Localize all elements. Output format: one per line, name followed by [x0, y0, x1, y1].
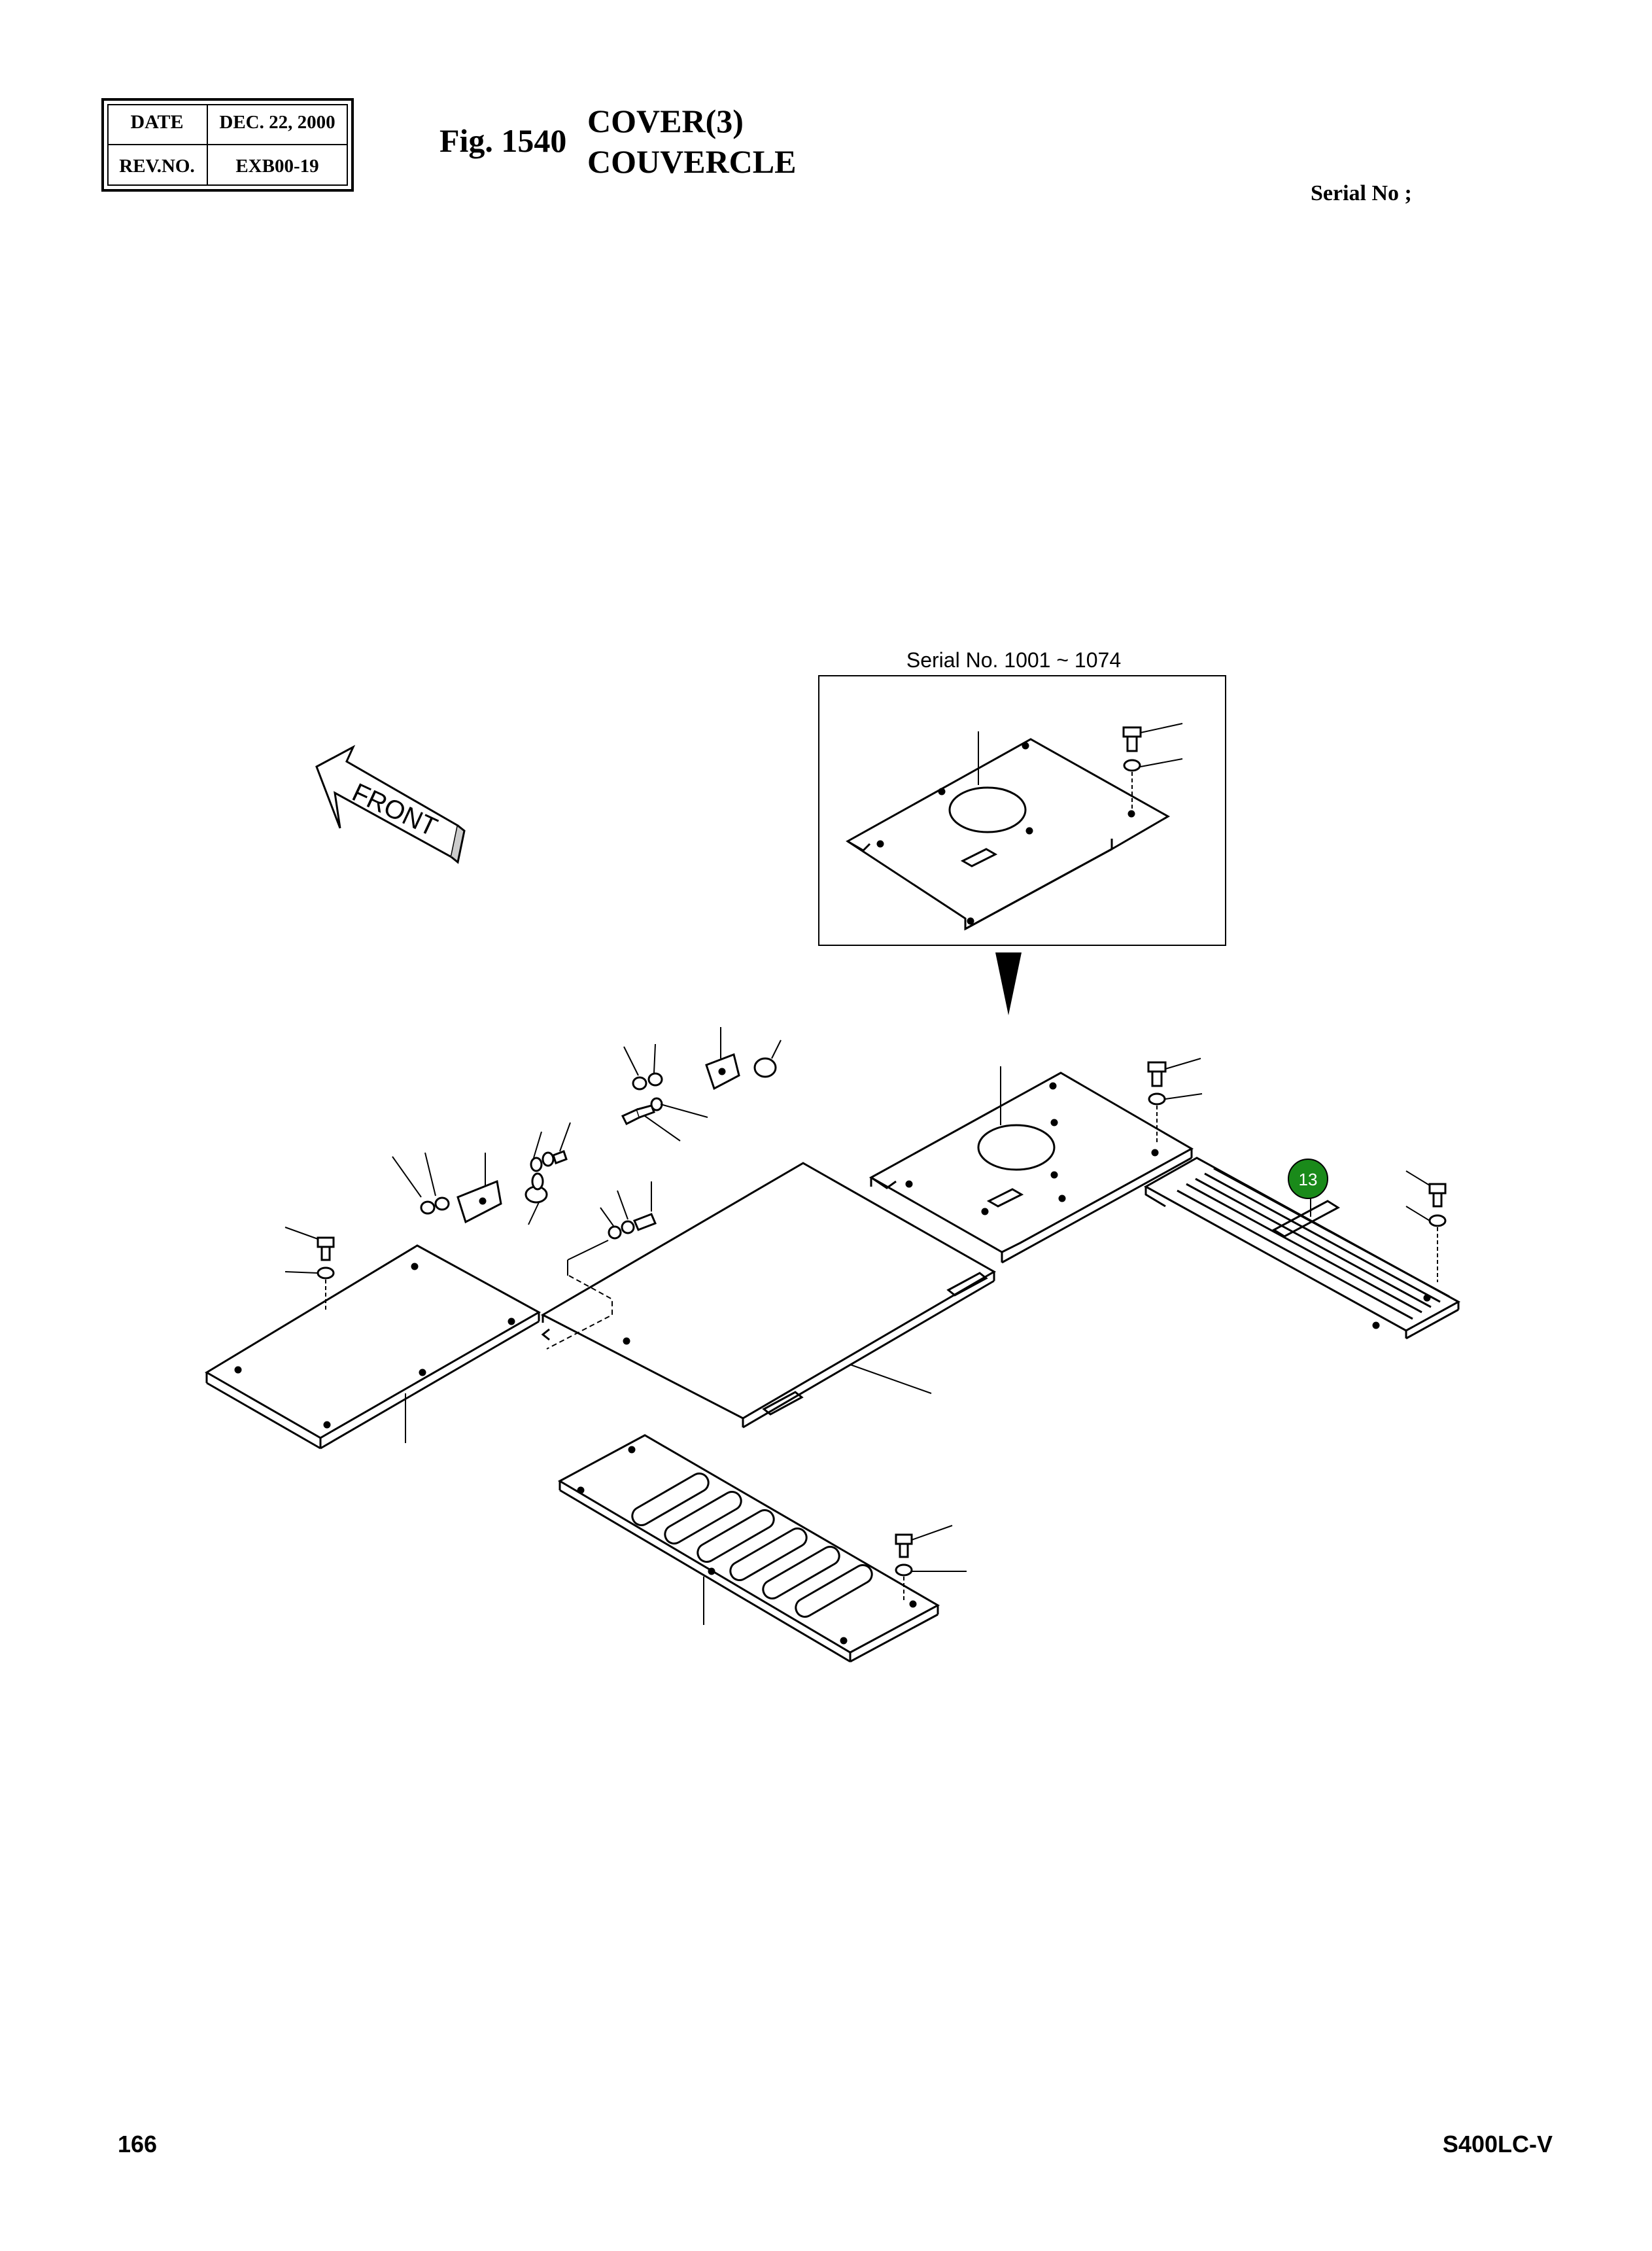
inset-frame: [818, 675, 1226, 946]
louvered-bolt: [895, 1525, 967, 1600]
inset-caption: Serial No. 1001 ~ 1074: [906, 648, 1121, 672]
revision-table: [101, 98, 354, 192]
model-number: S400LC-V: [1443, 2131, 1553, 2157]
left-latch-bracket: [392, 1122, 571, 1225]
page-number: 166: [118, 2131, 157, 2157]
callout-13-badge[interactable]: [1288, 1159, 1328, 1199]
front-label: FRONT: [348, 778, 441, 842]
title-french: COUVERCLE: [587, 143, 796, 180]
callout-13-label: 13: [1299, 1170, 1318, 1189]
right-latch-bracket: [600, 1027, 782, 1240]
large-floor-plate: [540, 1162, 997, 1429]
date-value: DEC. 22, 2000: [219, 112, 335, 133]
center-bolt: [1147, 1058, 1203, 1145]
rev-value: EXB00-19: [235, 156, 318, 177]
inset-cover-plate: [846, 731, 1171, 931]
rev-label: REV.NO.: [119, 156, 195, 177]
date-label: DATE: [130, 111, 183, 133]
figure-number: Fig. 1540: [439, 122, 566, 159]
louvered-cover-plate: [557, 1434, 940, 1663]
left-cover-plate: [205, 1244, 542, 1450]
grating-step: [1143, 1157, 1461, 1340]
left-bolt: [284, 1227, 335, 1312]
grating-bolt: [1405, 1170, 1447, 1282]
serial-label: Serial No ;: [1311, 181, 1412, 205]
center-cover-plate: [869, 1066, 1194, 1264]
title-english: COVER(3): [587, 103, 744, 139]
arrow-down-icon: [995, 952, 1022, 1015]
inset-bolt: [1122, 723, 1183, 811]
front-direction-icon: [315, 744, 466, 864]
